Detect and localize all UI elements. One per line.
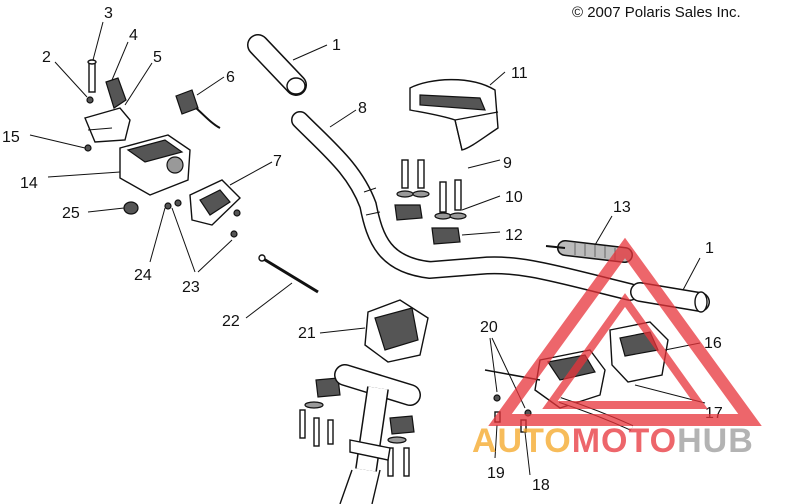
left-switch-housing [119, 134, 191, 196]
callout-9: 9 [503, 155, 512, 172]
callout-21: 21 [298, 325, 316, 342]
callout-13: 13 [613, 199, 631, 216]
callout-19: 19 [487, 465, 505, 482]
steering-post [334, 364, 421, 504]
screw-23 [174, 199, 182, 207]
clamp-upper [394, 204, 461, 245]
mount-bracket [84, 77, 131, 143]
callout-11: 11 [511, 65, 528, 82]
callout-8: 8 [358, 100, 367, 117]
callout-2: 2 [42, 49, 51, 66]
handlebar [291, 111, 639, 301]
callout-5: 5 [153, 49, 162, 66]
cable-22 [258, 254, 319, 294]
watermark-triangle-outer [488, 237, 762, 426]
callout-23: 23 [182, 279, 200, 296]
callout-1-right: 1 [705, 240, 714, 257]
callout-labels: 1 1 2 3 4 5 6 7 8 9 10 11 12 13 14 15 16… [2, 5, 723, 494]
handlebar-pad [409, 78, 499, 151]
switch-6 [175, 89, 221, 129]
nut-15 [84, 144, 92, 152]
callout-24: 24 [134, 267, 152, 284]
callout-22: 22 [222, 313, 240, 330]
pad-mount-block [364, 299, 429, 363]
callout-6: 6 [226, 69, 235, 86]
watermark-logo: AUTOMOTOHUB [472, 237, 762, 460]
callout-7: 7 [273, 153, 282, 170]
callout-3: 3 [104, 5, 113, 22]
cover-plate [189, 179, 241, 238]
bolt-3 [87, 59, 97, 93]
watermark-text: AUTOMOTOHUB [472, 422, 754, 460]
callout-1-top: 1 [332, 37, 341, 54]
grip-top [247, 34, 307, 96]
watermark-triangle-inner [542, 293, 708, 409]
lower-clamp-assembly [299, 377, 415, 477]
callout-16: 16 [704, 335, 722, 352]
copyright-text: © 2007 Polaris Sales Inc. [572, 4, 741, 21]
nut-2 [86, 96, 94, 104]
callout-18: 18 [532, 477, 550, 494]
cap-25 [123, 201, 139, 215]
callout-4: 4 [129, 27, 138, 44]
callout-20: 20 [480, 319, 498, 336]
callout-25: 25 [62, 205, 80, 222]
bolts-upper-clamp [396, 159, 467, 220]
callout-10: 10 [505, 189, 523, 206]
callout-12: 12 [505, 227, 523, 244]
screw-24 [164, 202, 172, 210]
callout-14: 14 [20, 175, 38, 192]
callout-15: 15 [2, 129, 20, 146]
grip-right [630, 282, 710, 313]
